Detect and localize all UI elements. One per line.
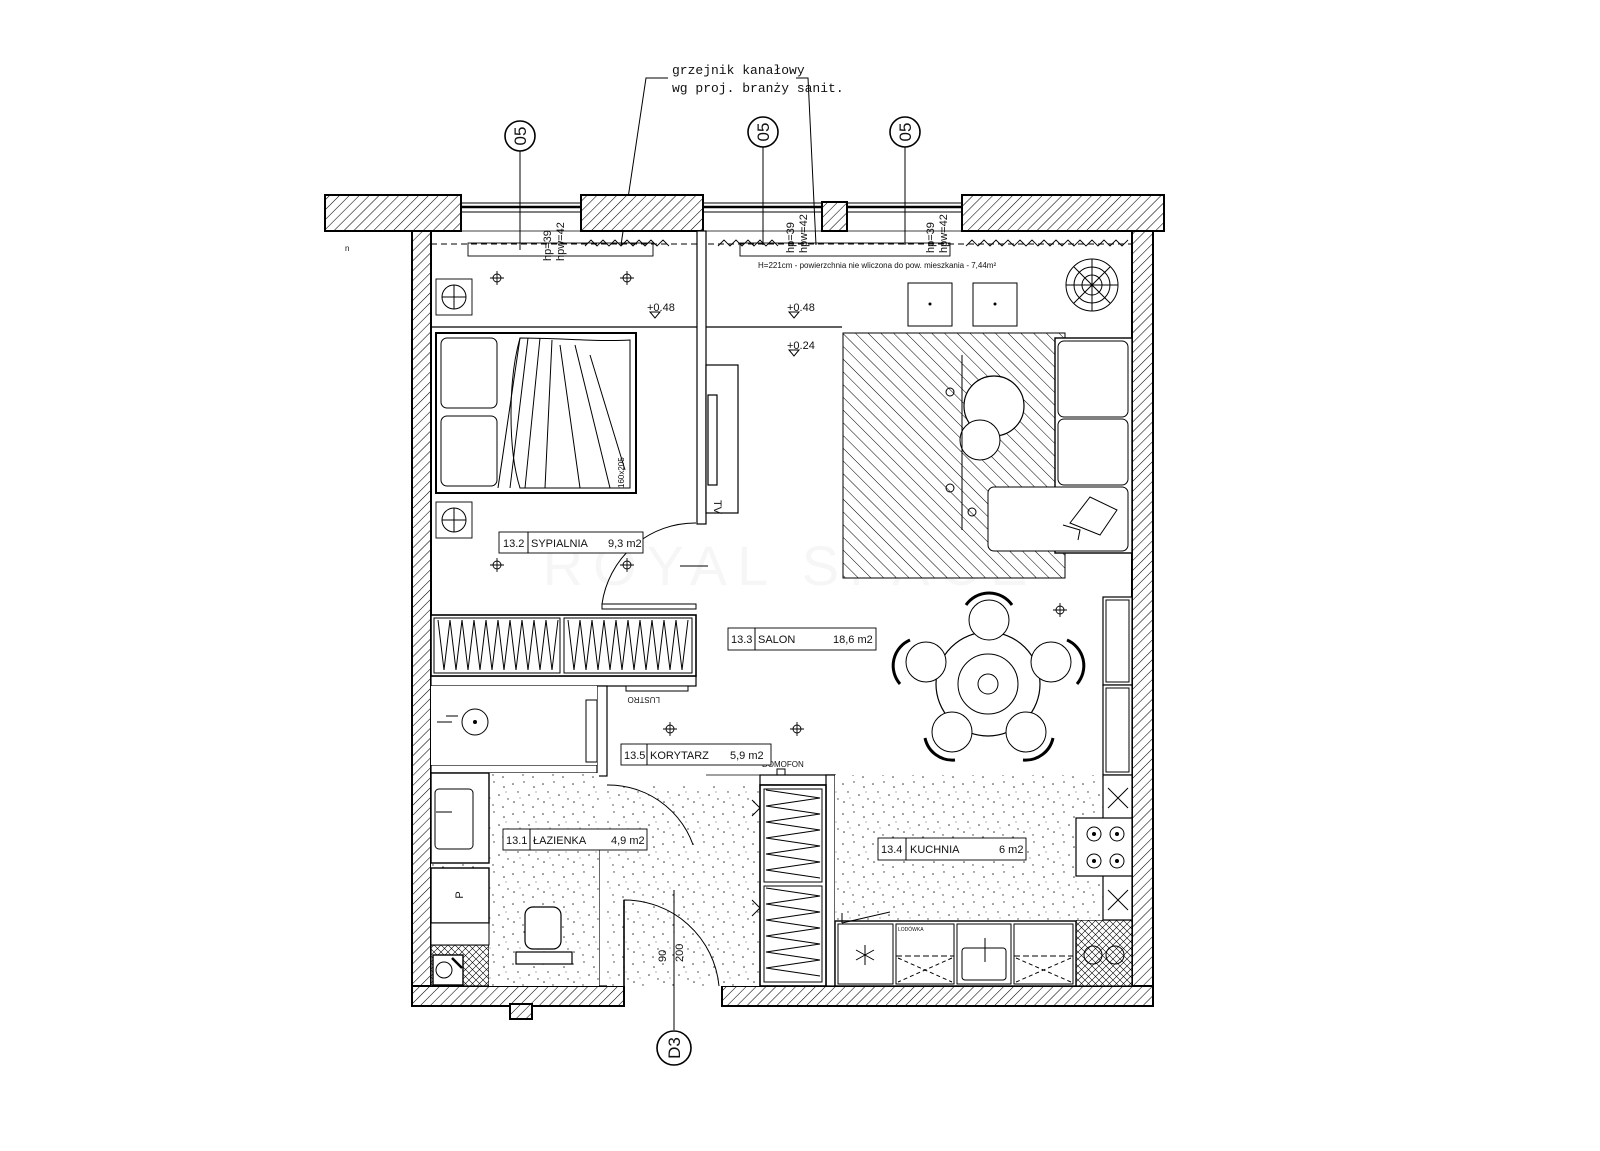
window-heights-3: hp=39 hpw=42 xyxy=(925,214,950,253)
room-label-corridor: 13.5 KORYTARZ 5,9 m2 xyxy=(620,743,772,766)
room-area-salon: 18,6 m2 xyxy=(833,634,873,646)
mirror-label: LUSTRO xyxy=(628,695,660,704)
window-hp-3: hp=39 xyxy=(925,222,937,253)
salon-furniture xyxy=(842,258,1133,776)
door-height: 200 xyxy=(674,944,686,962)
entrance-door: 90 200 D3 xyxy=(623,890,720,1066)
window-hpw-3: hpw=42 xyxy=(938,214,950,253)
bed-size-label: 160x205 xyxy=(617,457,626,488)
window-axis-label-3: 05 xyxy=(896,123,915,142)
room-label-salon: 13.3 SALON 18,6 m2 xyxy=(727,627,877,651)
room-label-bedroom: 13.2 SYPIALNIA 9,3 m2 xyxy=(498,531,644,554)
stray-mark: n xyxy=(345,244,349,253)
room-area-kitchen: 6 m2 xyxy=(999,844,1023,856)
entrance-floor xyxy=(607,845,760,986)
tv-label: TV xyxy=(711,500,723,515)
radiator-note-line1: grzejnik kanałowy xyxy=(672,63,805,78)
window-axis-marker-1: 05 xyxy=(504,120,536,250)
window-hp-2: hp=39 xyxy=(785,222,797,253)
level-markers: +0.48 +0.48 +0.24 xyxy=(647,302,815,357)
interior-walls xyxy=(430,230,1133,987)
windows xyxy=(460,202,963,213)
room-number-bedroom: 13.2 xyxy=(503,538,524,550)
window-axis-marker-3: 05 xyxy=(889,116,921,245)
room-number-kitchen: 13.4 xyxy=(881,844,902,856)
bathroom-fixtures: P xyxy=(430,686,698,986)
level-marker-2: +0.48 xyxy=(787,302,815,314)
window-axis-label-1: 05 xyxy=(511,127,530,146)
fridge-label: LODÓWKA xyxy=(898,926,924,933)
door-width: 90 xyxy=(657,950,669,962)
attic-area-note: H=221cm - powierzchnia nie wliczona do p… xyxy=(758,261,996,270)
bedroom-furniture: 160x205 TV xyxy=(430,278,723,677)
mirror: LUSTRO xyxy=(625,685,689,704)
window-hpw-2: hpw=42 xyxy=(798,214,810,253)
room-area-bathroom: 4,9 m2 xyxy=(611,835,645,847)
kitchen-units: LODÓWKA xyxy=(834,774,1133,987)
door-axis-label: D3 xyxy=(665,1037,684,1059)
window-axis-marker-2: 05 xyxy=(747,116,779,245)
window-hp-1: hp=39 xyxy=(542,230,554,261)
hall-wardrobe xyxy=(751,784,827,987)
intercom-label: DOMOFON xyxy=(762,760,804,769)
room-name-bathroom: ŁAZIENKA xyxy=(533,835,587,847)
window-heights-2: hp=39 hpw=42 xyxy=(785,214,810,253)
room-number-salon: 13.3 xyxy=(731,634,752,646)
washer-label: P xyxy=(454,891,466,898)
room-name-salon: SALON xyxy=(758,634,795,646)
room-area-corridor: 5,9 m2 xyxy=(730,750,764,762)
window-axis-label-2: 05 xyxy=(754,123,773,142)
room-name-kitchen: KUCHNIA xyxy=(910,844,960,856)
radiator-annotation: grzejnik kanałowy wg proj. branży sanit. xyxy=(620,63,844,246)
room-area-bedroom: 9,3 m2 xyxy=(608,538,642,550)
radiators xyxy=(431,239,1132,257)
intercom: DOMOFON xyxy=(762,760,804,776)
radiator-note-line2: wg proj. branży sanit. xyxy=(672,81,844,96)
room-number-bathroom: 13.1 xyxy=(506,835,527,847)
room-name-bedroom: SYPIALNIA xyxy=(531,538,589,550)
room-number-corridor: 13.5 xyxy=(624,750,645,762)
outline xyxy=(431,230,1132,776)
level-marker-3: +0.24 xyxy=(787,340,815,352)
room-label-bathroom: 13.1 ŁAZIENKA 4,9 m2 xyxy=(502,828,648,851)
level-marker-1: +0.48 xyxy=(647,302,675,314)
exterior-walls xyxy=(324,194,1165,1020)
room-label-kitchen: 13.4 KUCHNIA 6 m2 xyxy=(877,837,1027,861)
window-hpw-1: hpw=42 xyxy=(555,222,567,261)
window-heights-1: hp=39 hpw=42 xyxy=(542,222,567,261)
room-name-corridor: KORYTARZ xyxy=(650,750,709,762)
